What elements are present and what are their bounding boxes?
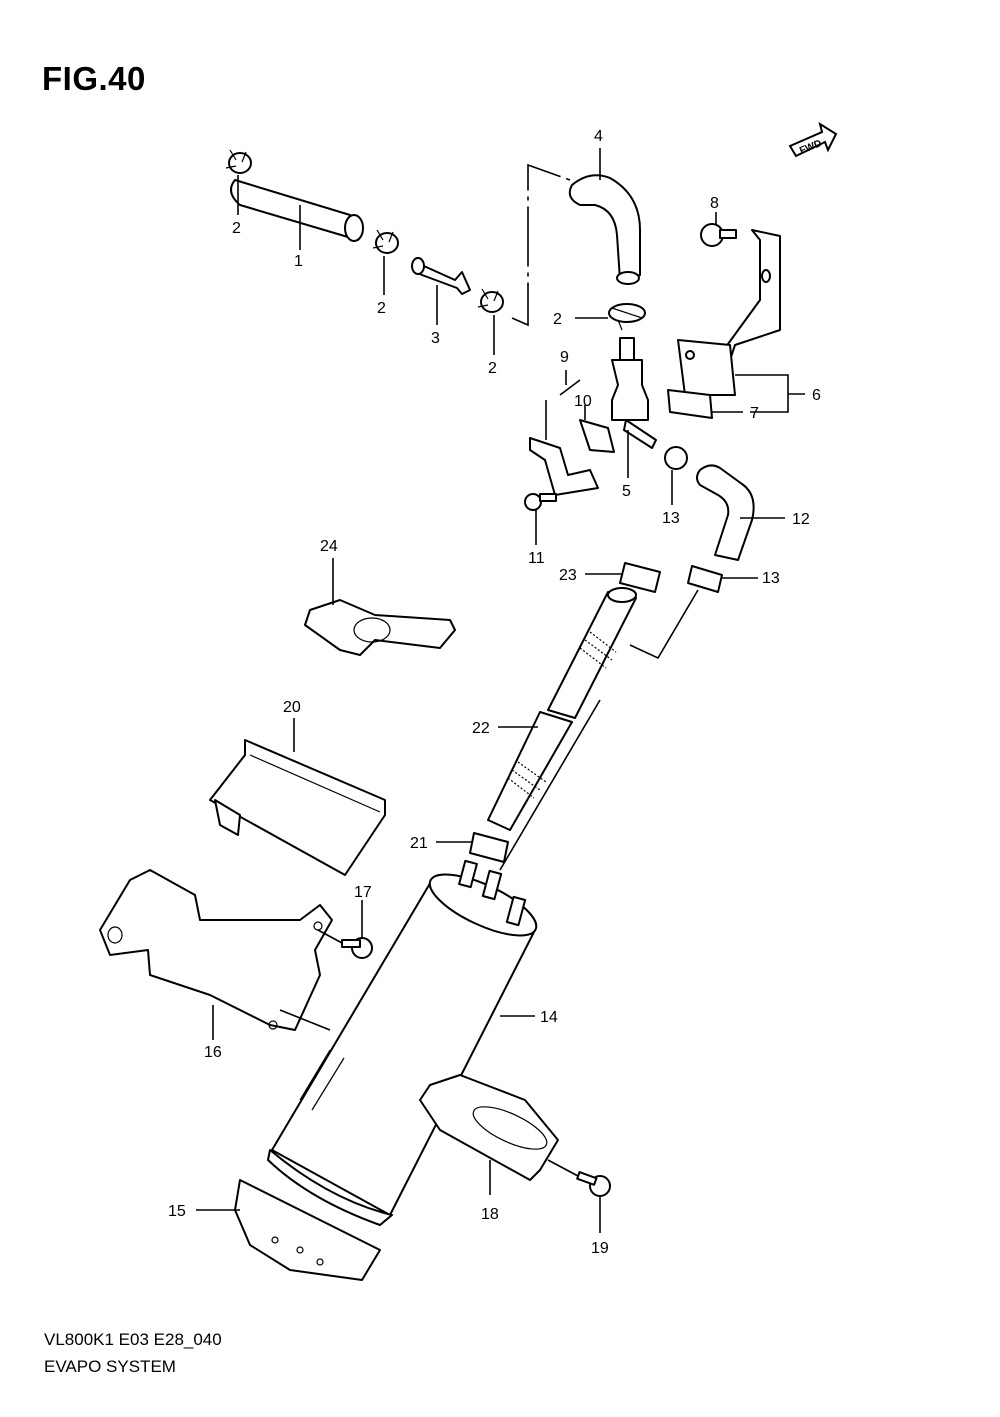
canister-part-14[interactable] (267, 859, 544, 1226)
callout-23: 23 (559, 567, 577, 584)
footer-system-name: EVAPO SYSTEM (44, 1357, 176, 1376)
clamp-part-2-a[interactable] (225, 149, 252, 174)
hose-part-22-upper[interactable] (547, 587, 637, 719)
callout-2-d: 2 (553, 311, 562, 328)
elbow-hose-part-4[interactable] (568, 174, 641, 285)
valve-part-5[interactable] (611, 337, 657, 449)
screw-part-11[interactable] (524, 493, 557, 511)
bracket-part-9[interactable] (529, 437, 599, 496)
callout-13-a: 13 (662, 510, 680, 527)
callout-10: 10 (574, 393, 592, 410)
callout-24: 24 (320, 538, 338, 555)
joint-part-3[interactable] (411, 257, 471, 295)
clamp-part-2-c[interactable] (477, 288, 504, 313)
callout-13-b: 13 (762, 570, 780, 587)
callout-19: 19 (591, 1240, 609, 1257)
elbow-hose-part-12[interactable] (696, 464, 755, 561)
callout-20: 20 (283, 699, 301, 716)
callout-2-a: 2 (232, 220, 241, 237)
callout-12: 12 (792, 511, 810, 528)
bolt-part-17[interactable] (341, 937, 373, 959)
clamp-part-2-b[interactable] (372, 229, 399, 254)
bracket-part-6[interactable] (677, 229, 781, 396)
footer-diagram-code: VL800K1 E03 E28_040 (44, 1330, 222, 1349)
callout-8: 8 (710, 195, 719, 212)
strap-part-18[interactable] (419, 1074, 559, 1181)
callout-2-c: 2 (488, 360, 497, 377)
callout-21: 21 (410, 835, 428, 852)
callout-3: 3 (431, 330, 440, 347)
cushion-part-20[interactable] (209, 739, 386, 876)
callout-7: 7 (750, 405, 759, 422)
callout-6: 6 (812, 387, 821, 404)
clamp-part-21[interactable] (469, 832, 509, 863)
callout-4: 4 (594, 128, 603, 145)
callout-14: 14 (540, 1009, 558, 1026)
callout-11: 11 (528, 550, 545, 567)
clamp-part-13-b[interactable] (687, 565, 723, 593)
figure-title: FIG.40 (42, 60, 146, 97)
forward-arrow-icon: FWD (788, 121, 838, 158)
callout-16: 16 (204, 1044, 222, 1061)
screw-part-19[interactable] (576, 1171, 611, 1197)
bracket-part-16[interactable] (99, 869, 333, 1031)
callout-18: 18 (481, 1206, 499, 1223)
clip-part-7[interactable] (667, 389, 713, 419)
clamp-part-23[interactable] (619, 562, 661, 593)
callout-5: 5 (622, 483, 631, 500)
callout-9: 9 (560, 349, 569, 366)
clip-part-10[interactable] (579, 419, 615, 453)
callout-22: 22 (472, 720, 490, 737)
callout-17: 17 (354, 884, 372, 901)
callout-1: 1 (294, 253, 303, 270)
clamp-part-13-a[interactable] (664, 446, 688, 470)
clamp-part-2-d[interactable] (608, 303, 646, 331)
bolt-part-8[interactable] (700, 223, 737, 247)
callout-2-b: 2 (377, 300, 386, 317)
hose-part-22-lower[interactable] (487, 711, 573, 831)
bracket-part-24[interactable] (304, 599, 456, 656)
callout-15: 15 (168, 1203, 186, 1220)
hose-part-1[interactable] (230, 179, 364, 242)
